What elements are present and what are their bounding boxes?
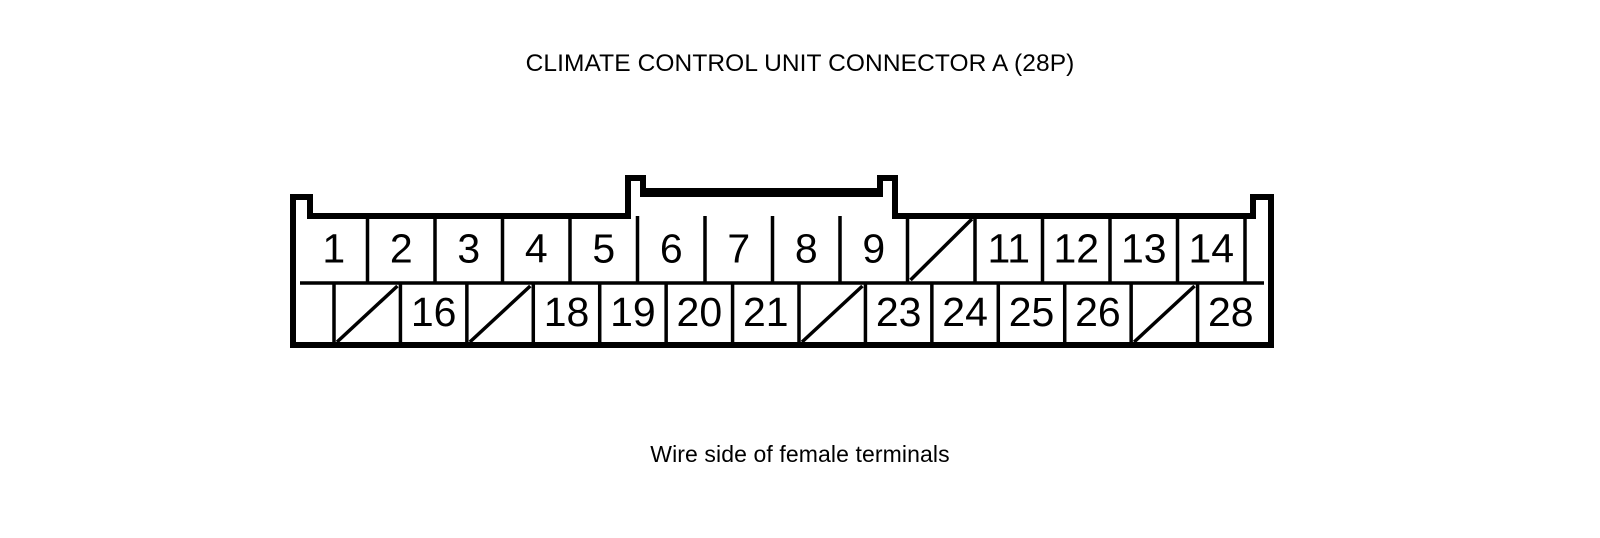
pin-number: 24 (942, 289, 988, 335)
blank-cavity-slash (335, 284, 399, 344)
pin-number: 14 (1188, 225, 1234, 271)
pin-number: 28 (1208, 289, 1254, 335)
blank-cavity-slash (909, 217, 974, 282)
blank-cavity-slash (1132, 284, 1196, 344)
pin-number: 8 (795, 225, 818, 271)
pin-number: 26 (1075, 289, 1121, 335)
pin-number: 5 (592, 225, 615, 271)
blank-cavity-slash (468, 284, 532, 344)
pin-number: 19 (610, 289, 656, 335)
pin-number: 7 (727, 225, 750, 271)
diagram-caption: Wire side of female terminals (650, 441, 950, 467)
bottom-row: 16 18 19 20 21 23 24 25 26 28 (332, 283, 1254, 345)
pin-number: 4 (525, 225, 548, 271)
connector-outline (290, 175, 1274, 348)
page-title: CLIMATE CONTROL UNIT CONNECTOR A (28P) (525, 50, 1075, 77)
pin-number: 2 (390, 225, 413, 271)
pin-number: 23 (876, 289, 922, 335)
pin-number: 11 (987, 225, 1030, 271)
pin-number: 13 (1121, 225, 1167, 271)
pin-number: 18 (544, 289, 590, 335)
connector-outer-shell (290, 175, 1274, 348)
pin-number: 1 (322, 225, 345, 271)
pin-number: 6 (660, 225, 683, 271)
pin-number: 20 (677, 289, 723, 335)
blank-cavity-slash (800, 284, 864, 344)
pin-number: 12 (1053, 225, 1099, 271)
pin-number: 16 (411, 289, 457, 335)
pin-number: 25 (1009, 289, 1055, 335)
pin-number: 21 (743, 289, 789, 335)
pin-number: 3 (457, 225, 480, 271)
pin-number: 9 (862, 225, 885, 271)
